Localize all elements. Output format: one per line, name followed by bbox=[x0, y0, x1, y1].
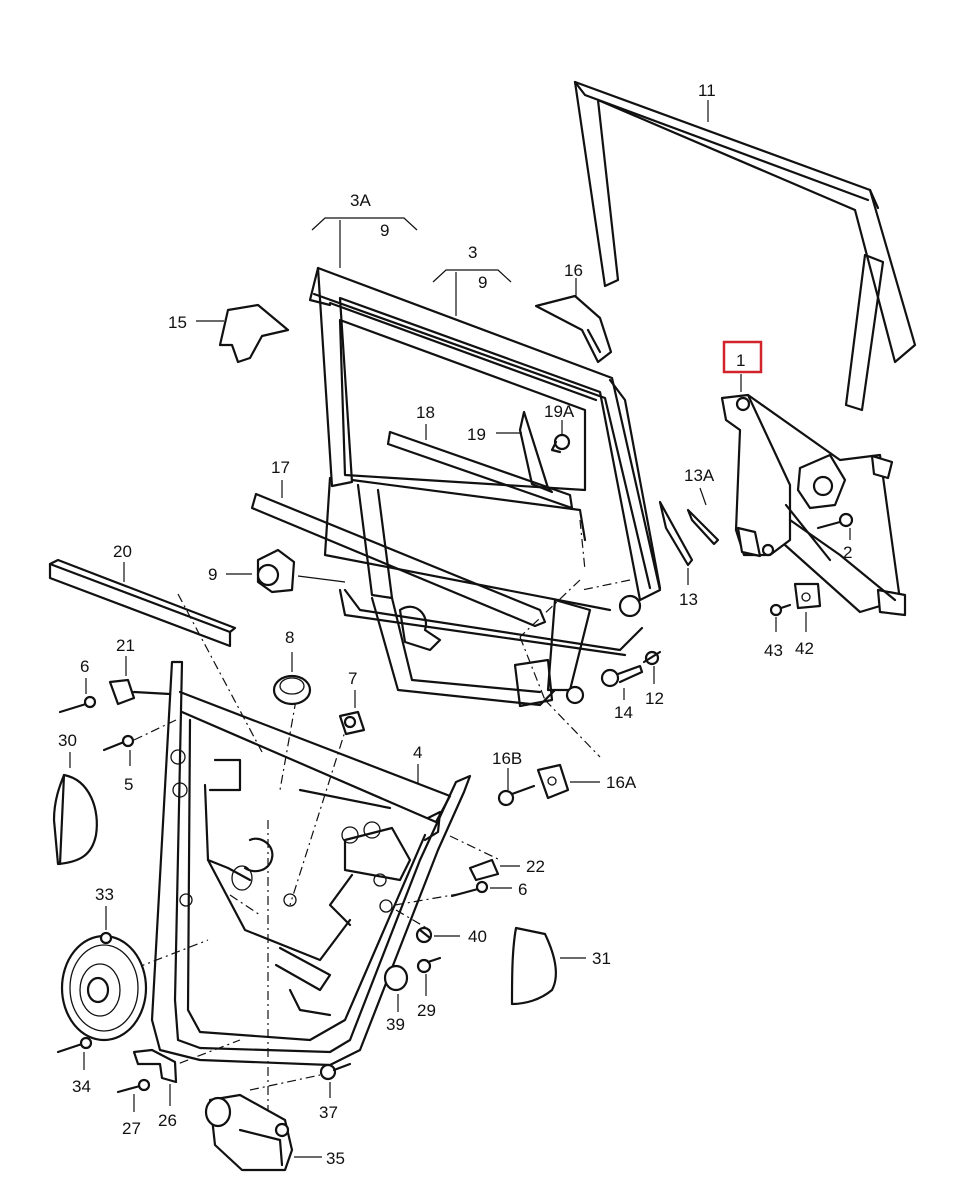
label-27: 27 bbox=[122, 1119, 141, 1138]
label-16: 16 bbox=[564, 261, 583, 280]
label-18: 18 bbox=[416, 403, 435, 422]
screw-6-upper: 6 bbox=[58, 657, 97, 714]
clip-42: 42 bbox=[793, 582, 822, 658]
label-22: 22 bbox=[526, 857, 545, 876]
label-3-sub: 9 bbox=[478, 273, 487, 292]
label-11: 11 bbox=[698, 81, 716, 100]
label-1: 1 bbox=[736, 351, 745, 370]
label-33: 33 bbox=[95, 885, 114, 904]
screw-16b: 16B bbox=[492, 749, 536, 807]
label-13a: 13A bbox=[684, 466, 715, 485]
screw-27: 27 bbox=[116, 1078, 151, 1138]
label-37: 37 bbox=[319, 1103, 338, 1122]
clip-16a: 16A bbox=[536, 763, 637, 800]
label-16b: 16B bbox=[492, 749, 522, 768]
trim-piece-15: 15 bbox=[168, 303, 290, 364]
label-6-upper: 6 bbox=[80, 657, 89, 676]
label-2: 2 bbox=[843, 543, 852, 562]
door-window-frame-3: 3A 9 3 9 bbox=[308, 191, 662, 708]
label-21: 21 bbox=[116, 636, 135, 655]
screw-19a: 19A bbox=[544, 402, 575, 454]
label-3: 3 bbox=[468, 243, 477, 262]
window-seal-17: 17 bbox=[250, 458, 547, 628]
highlight-box-1 bbox=[722, 340, 763, 374]
label-16a: 16A bbox=[606, 773, 637, 792]
label-19a: 19A bbox=[544, 402, 575, 421]
seal-strip-20: 20 bbox=[48, 542, 237, 648]
screw-2: 2 bbox=[816, 512, 854, 562]
speaker-33: 33 bbox=[60, 885, 148, 1042]
window-channel-seal-11: 11 bbox=[573, 80, 917, 412]
label-40: 40 bbox=[468, 927, 487, 946]
screw-43: 43 bbox=[764, 603, 792, 660]
window-regulator-1: 1 bbox=[720, 340, 907, 617]
label-26: 26 bbox=[158, 1111, 177, 1130]
nut-12: 12 bbox=[642, 650, 664, 708]
label-9: 9 bbox=[208, 565, 217, 584]
label-4: 4 bbox=[413, 743, 422, 762]
screw-37: 37 bbox=[319, 1062, 352, 1122]
label-31: 31 bbox=[592, 949, 611, 968]
label-14: 14 bbox=[614, 703, 633, 722]
bracket-22: 22 bbox=[468, 857, 545, 882]
guide-9: 9 bbox=[208, 548, 346, 594]
door-lock-35: 35 bbox=[204, 1093, 345, 1172]
cap-8: 8 bbox=[272, 628, 312, 706]
seal-13a: 13A bbox=[684, 466, 720, 546]
trim-piece-16: 16 bbox=[534, 261, 613, 364]
inner-seal-18: 18 bbox=[386, 403, 574, 510]
assembly-lines bbox=[135, 519, 631, 1110]
label-3a: 3A bbox=[350, 191, 371, 210]
label-30: 30 bbox=[58, 731, 77, 750]
screw-29: 29 bbox=[416, 956, 442, 1020]
label-6-lower: 6 bbox=[518, 880, 527, 899]
label-35: 35 bbox=[326, 1149, 345, 1168]
label-7: 7 bbox=[348, 669, 357, 688]
bolt-14: 14 bbox=[600, 664, 644, 722]
trim-31: 31 bbox=[510, 926, 611, 1006]
nut-40: 40 bbox=[415, 926, 487, 946]
label-12: 12 bbox=[645, 689, 664, 708]
label-39: 39 bbox=[386, 1015, 405, 1034]
screw-34: 34 bbox=[56, 1036, 93, 1096]
label-17: 17 bbox=[271, 458, 290, 477]
bracket-26: 26 bbox=[132, 1048, 178, 1130]
label-42: 42 bbox=[795, 639, 814, 658]
plug-39: 39 bbox=[383, 964, 409, 1034]
label-43: 43 bbox=[764, 641, 783, 660]
label-29: 29 bbox=[417, 1001, 436, 1020]
trim-30: 30 bbox=[52, 731, 98, 866]
label-20: 20 bbox=[113, 542, 132, 561]
clip-7: 7 bbox=[338, 669, 366, 736]
label-8: 8 bbox=[285, 628, 294, 647]
label-34: 34 bbox=[72, 1077, 91, 1096]
bracket-21: 21 bbox=[108, 636, 172, 706]
label-15: 15 bbox=[168, 313, 187, 332]
screw-5: 5 bbox=[102, 719, 177, 794]
label-13: 13 bbox=[679, 590, 698, 609]
corner-glass-19: 19 bbox=[467, 410, 554, 494]
label-19: 19 bbox=[467, 425, 486, 444]
label-5: 5 bbox=[124, 775, 133, 794]
label-3a-sub: 9 bbox=[380, 221, 389, 240]
screw-6-lower: 6 bbox=[450, 880, 527, 899]
seal-13: 13 bbox=[658, 500, 698, 609]
